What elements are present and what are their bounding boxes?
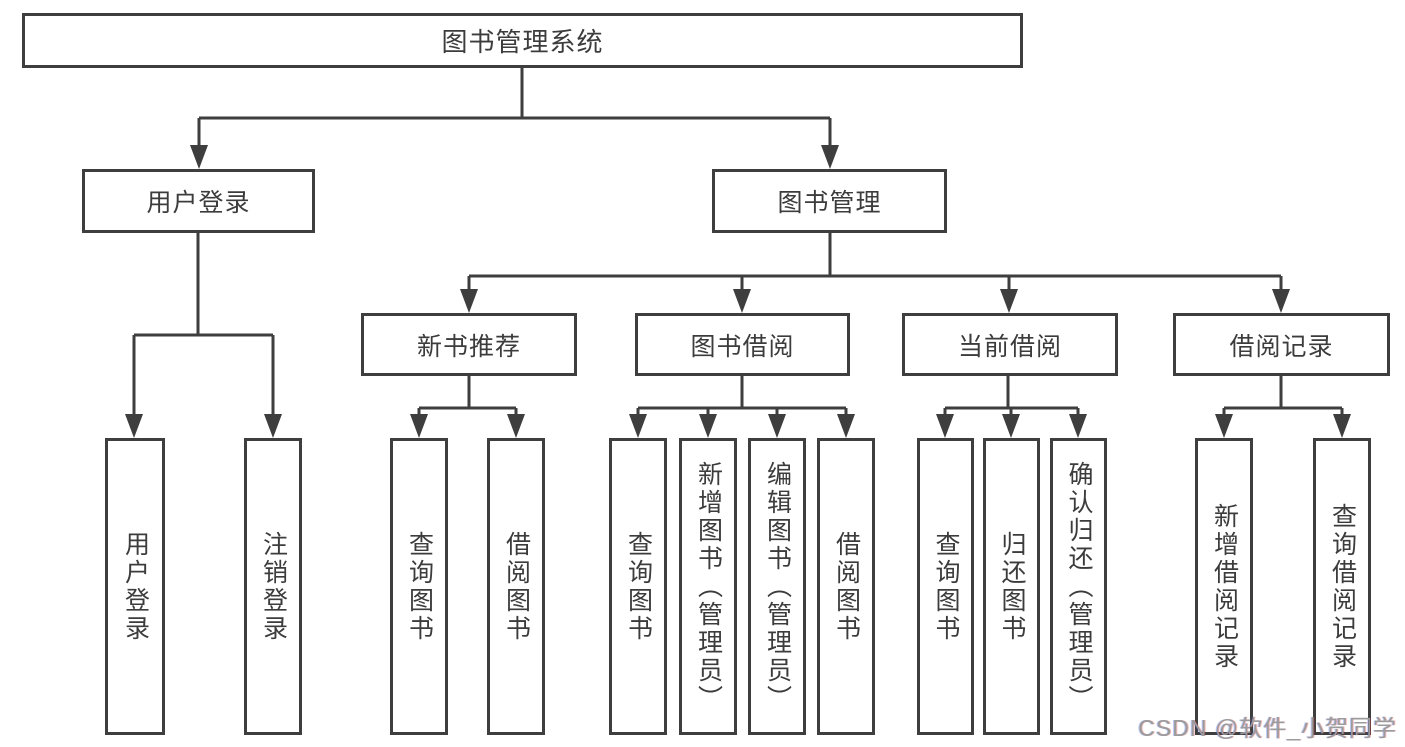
leaf-borrow-books: 借阅图书	[817, 438, 875, 735]
leaf-borrow-books-recommend: 借阅图书	[487, 438, 545, 735]
leaf-return-book: 归还图书	[983, 438, 1040, 735]
node-root-system: 图书管理系统	[22, 13, 1023, 68]
leaf-add-borrow-record: 新增借阅记录	[1195, 438, 1253, 735]
leaf-user-login: 用户登录	[105, 438, 165, 735]
leaf-logout: 注销登录	[244, 438, 302, 735]
leaf-edit-book-admin: 编辑图书（管理员）	[748, 438, 806, 735]
leaf-confirm-return-admin: 确认归还（管理员）	[1050, 438, 1107, 735]
node-book-borrow: 图书借阅	[635, 313, 850, 376]
leaf-query-books-recommend: 查询图书	[390, 438, 448, 735]
node-borrow-records: 借阅记录	[1173, 313, 1390, 376]
node-book-management: 图书管理	[712, 169, 947, 233]
leaf-query-books-current: 查询图书	[917, 438, 974, 735]
leaf-query-borrow-record: 查询借阅记录	[1313, 438, 1371, 735]
node-current-borrow: 当前借阅	[902, 313, 1118, 376]
leaf-add-book-admin: 新增图书（管理员）	[679, 438, 737, 735]
node-new-book-recommend: 新书推荐	[361, 313, 577, 376]
leaf-query-books-borrow: 查询图书	[609, 438, 667, 735]
node-user-login: 用户登录	[82, 169, 315, 233]
